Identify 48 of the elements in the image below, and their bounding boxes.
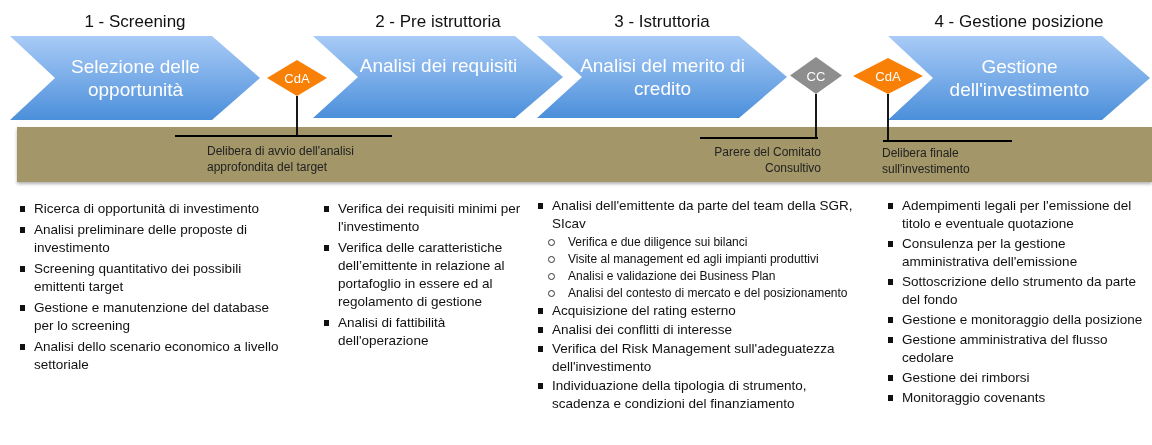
bullet-item: Analisi dell'emittente da parte del team della SGR, SIcav <box>536 197 866 233</box>
band <box>17 127 1152 182</box>
diamond-marker <box>853 58 923 94</box>
bullet-item: Gestione amministrativa del flusso cedolare <box>886 331 1150 367</box>
step-title: Selezione delle opportunità <box>70 55 201 101</box>
bullet-item: Individuazione della tipologia di strumento, scadenza e condizioni del finanziamento <box>536 377 866 413</box>
bullet-item: Adempimenti legali per l'emissione del titolo e eventuale quotazione <box>886 197 1150 233</box>
bullet-item: Monitoraggio covenants <box>886 389 1150 407</box>
annotation-text: Delibera di avvio dell'analisi approfondita del target <box>207 136 407 175</box>
step-title: Analisi dei requisiti <box>358 54 519 77</box>
step-heading: 2 - Pre istruttoria <box>374 12 502 32</box>
bullet-item: Verifica delle caratteristiche dell’emittente in relazione al portafoglio in essere ed al regolamento di gestione <box>322 239 522 311</box>
bullet-item: Gestione e manutenzione del database per lo screening <box>18 299 288 335</box>
leader-line <box>882 93 1013 142</box>
leader-line <box>699 93 819 139</box>
sub-bullet-item: Verifica e due diligence sui bilanci <box>542 234 866 250</box>
diamond-marker <box>267 60 327 96</box>
bullet-item: Sottoscrizione dello strumento da parte del fondo <box>886 273 1150 309</box>
bullet-item: Screening quantitativo dei possibili emittenti target <box>18 260 288 296</box>
bullet-item: Analisi dei conflitti di interesse <box>536 321 866 339</box>
marker-label: CdA <box>283 70 311 86</box>
annotation-text: Parere del Comitato Consultivo <box>689 138 821 176</box>
bullet-item: Analisi preliminare delle proposte di investimento <box>18 221 288 257</box>
step-heading: 4 - Gestione posizione <box>933 12 1105 32</box>
step-heading: 1 - Screening <box>83 12 187 32</box>
marker-label: CC <box>805 68 827 83</box>
sub-bullet-item: Visite al management ed agli impianti produttivi <box>542 251 866 267</box>
bullet-item: Analisi di fattibilità dell'operazione <box>322 314 522 350</box>
bullet-item: Analisi dello scenario economico a livello settoriale <box>18 338 288 374</box>
bullet-item: Ricerca di opportunità di investimento <box>18 200 288 218</box>
step-heading: 3 - Istruttoria <box>613 12 711 32</box>
bullet-item: Verifica dei requisiti minimi per l'investimento <box>322 200 522 236</box>
annotation-text: Delibera finale sull'investimento <box>882 141 1022 177</box>
bullet-item: Acquisizione del rating esterno <box>536 302 866 320</box>
chevron-step <box>313 12 563 118</box>
bullet-item: Consulenza per la gestione amministrativa dell'emissione <box>886 235 1150 271</box>
bullet-item: Gestione e monitoraggio della posizione <box>886 311 1150 329</box>
chevron-step <box>10 12 260 120</box>
sub-bullet-item: Analisi e validazione dei Business Plan <box>542 268 866 284</box>
bullet-item: Verifica del Risk Management sull'adeguatezza dell'investimento <box>536 340 866 376</box>
step-title: Analisi del merito di credito <box>579 54 746 100</box>
chevron-step <box>537 12 787 118</box>
sub-bullet-item: Analisi del contesto di mercato e del posizionamento <box>542 285 866 301</box>
step-title: Gestione dell'investimento <box>948 55 1091 101</box>
marker-label: CdA <box>874 68 902 84</box>
leader-line <box>174 95 393 137</box>
diamond-marker <box>790 57 842 94</box>
bullet-item: Gestione dei rimborsi <box>886 369 1150 387</box>
